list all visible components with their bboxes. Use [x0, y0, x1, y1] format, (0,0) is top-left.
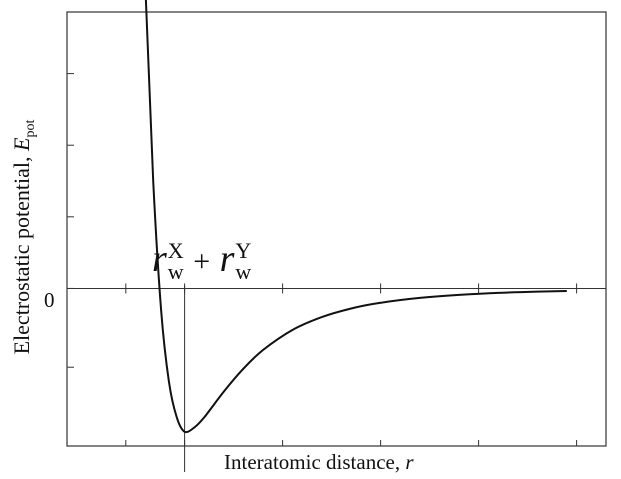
x-axis-label-main: Interatomic distance, — [224, 450, 406, 474]
plot-frame — [66, 11, 607, 447]
x-axis-label: Interatomic distance, r — [224, 450, 414, 475]
x-axis-label-symbol: r — [405, 450, 414, 474]
annotation-symbol-2: r — [219, 238, 235, 280]
y-axis-label-subscript: pot — [23, 119, 39, 138]
y-axis-label: Electrostatic potential, Epot — [4, 106, 44, 368]
annotation-sub-1: w — [167, 259, 184, 285]
annotation-sup-y: Y — [235, 238, 252, 264]
y-axis-label-main: Electrostatic potential, — [8, 150, 34, 355]
annotation-sup-x: X — [167, 238, 184, 264]
potential-curve — [144, 0, 567, 434]
y-tick-label-zero: 0 — [44, 288, 55, 312]
annotation-symbol-1: r — [152, 238, 167, 280]
annotation-plus: + — [193, 245, 211, 278]
annotation-sub-2: w — [235, 259, 252, 285]
y-axis-label-symbol: E — [8, 137, 34, 151]
